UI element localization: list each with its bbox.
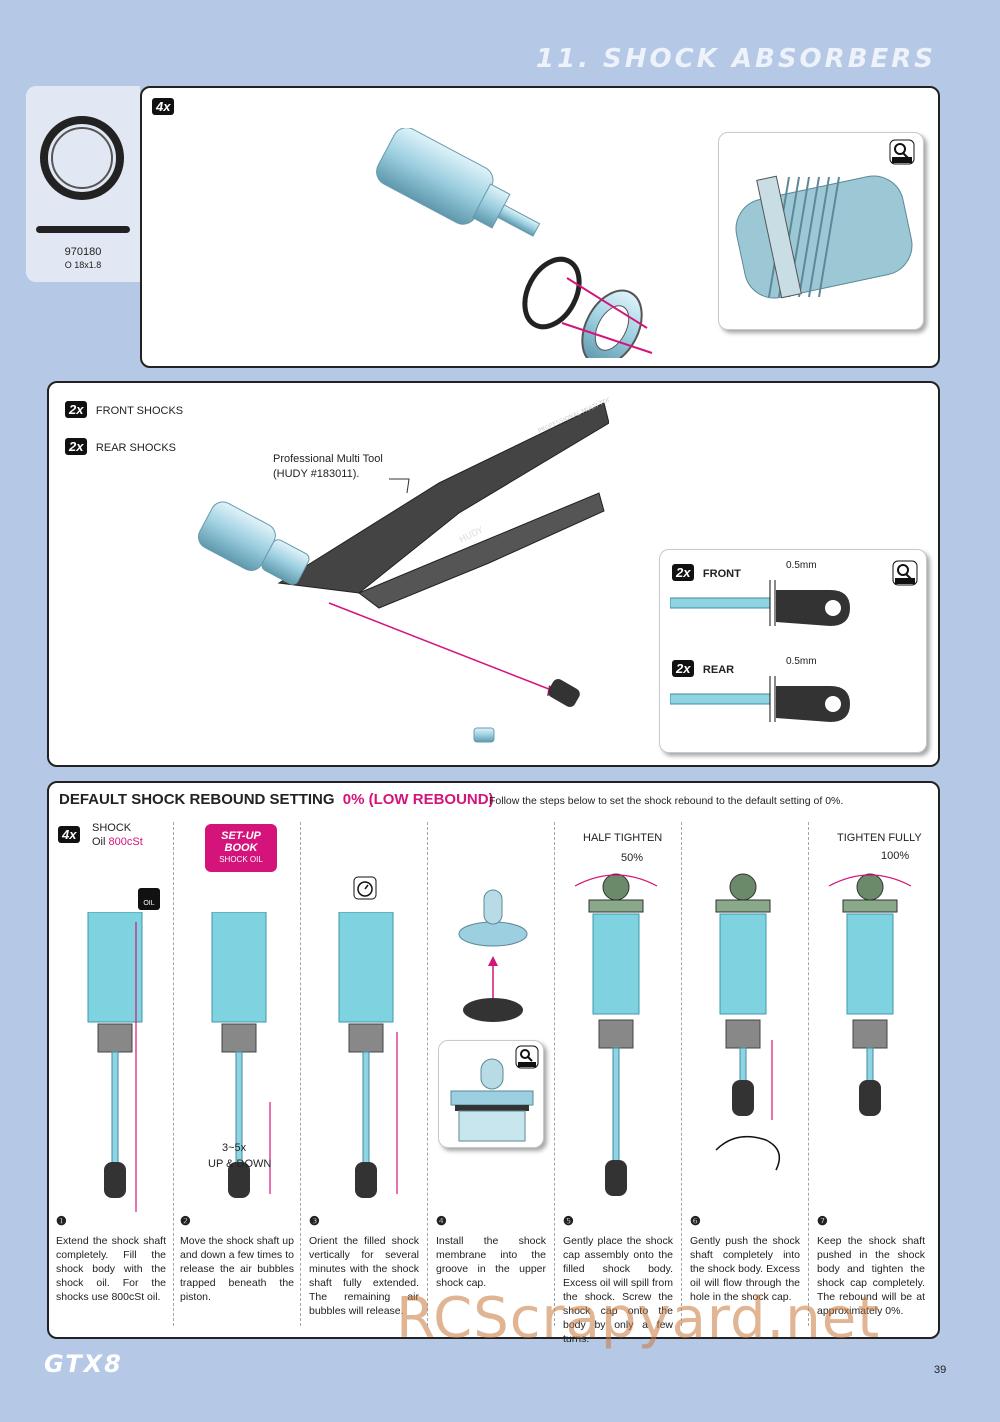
- detail-inset-membrane: [438, 1040, 544, 1148]
- step-text-5: Gently place the shock cap assembly onto…: [563, 1235, 673, 1345]
- step-text-6: Gently push the shock shaft completely i…: [690, 1235, 800, 1303]
- tighten-fully-percent: 100%: [881, 850, 910, 862]
- magnifier-detail-icon: [889, 139, 915, 170]
- step-text-7: Keep the shock shaft pushed in the shock…: [817, 1235, 925, 1317]
- inset-rear-row: 2x REAR: [672, 660, 734, 678]
- shock-cap-half-tightened-illustration: [574, 873, 658, 1196]
- oring-part-number: 970180: [64, 246, 102, 258]
- detail-inset-gap: 2x FRONT 0.5mm 2x REAR 0.5mm: [659, 549, 927, 753]
- shock-body-exploded-illustration: [376, 128, 653, 358]
- step-text-2: Move the shock shaft up and down a few t…: [180, 1235, 294, 1303]
- step-number-2: ❷: [180, 1214, 191, 1228]
- shock-bubbles-illustration: [211, 912, 271, 1198]
- rear-gap-value: 0.5mm: [786, 656, 817, 667]
- quantity-badge-step1: 4x: [58, 826, 81, 844]
- step-column-2: SET-UP BOOK SHOCK OIL 3~5x UP & DOWN ❷ M…: [174, 822, 301, 1326]
- watermark: RCScrapyard.net: [396, 1286, 881, 1351]
- membrane-detail-illustration: [450, 1058, 534, 1142]
- oil-value: 800cSt: [108, 836, 143, 848]
- oring-illustration: [36, 116, 130, 233]
- step-text-1: Extend the shock shaft completely. Fill …: [56, 1235, 166, 1303]
- step-number-5: ❺: [563, 1214, 574, 1228]
- step-column-7: TIGHTEN FULLY 100% ❼ Keep the shock shaf…: [809, 822, 939, 1326]
- collar-detail-illustration: [735, 175, 913, 299]
- oring-spec: O 18x1.8: [64, 260, 102, 270]
- shock-cap-membrane-illustration: [458, 889, 528, 1022]
- setup-book-badge: SET-UP BOOK SHOCK OIL: [205, 824, 277, 872]
- oil-bottle-icon: OIL: [138, 888, 160, 910]
- inset-front-row: 2x FRONT: [672, 564, 741, 582]
- rebound-title: DEFAULT SHOCK REBOUND SETTING: [59, 791, 335, 808]
- rebound-intro: Follow the steps below to set the shock …: [489, 795, 844, 807]
- updown-label: UP & DOWN: [208, 1158, 272, 1170]
- section-title: 11. SHOCK ABSORBERS: [535, 44, 936, 74]
- step-number-7: ❼: [817, 1214, 828, 1228]
- tool-caption-line2: (HUDY #183011).: [273, 468, 360, 480]
- magnifier-detail-icon: [892, 560, 918, 591]
- magnifier-detail-icon: [515, 1045, 539, 1074]
- multi-tool-illustration: HUDY PROFESSIONAL MULTI TOOL: [198, 394, 609, 743]
- quantity-badge-front: 2x: [65, 401, 88, 418]
- inset-rear-label: REAR: [702, 664, 735, 676]
- step-number-4: ❹: [436, 1214, 447, 1228]
- step-panel-oring: 4x: [140, 86, 940, 368]
- page-number: 39: [934, 1364, 947, 1376]
- setup-line3: SHOCK OIL: [219, 855, 263, 864]
- front-shocks-row: 2x FRONT SHOCKS: [65, 401, 183, 419]
- rear-shocks-label: REAR SHOCKS: [95, 442, 176, 454]
- front-shocks-label: FRONT SHOCKS: [95, 405, 184, 417]
- oil-icon-label: OIL: [143, 900, 155, 907]
- step-text-4: Install the shock membrane into the groo…: [436, 1235, 546, 1289]
- step-column-1: 4x SHOCK Oil 800cSt OIL ❶ Extend the sho…: [48, 822, 174, 1326]
- rear-rod-end-gap-illustration: [670, 676, 850, 722]
- shock-cap-fully-tightened-illustration: [828, 873, 912, 1116]
- rear-shocks-row: 2x REAR SHOCKS: [65, 438, 176, 456]
- step-number-3: ❸: [309, 1214, 320, 1228]
- half-tighten-percent: 50%: [621, 852, 644, 864]
- step-number-1: ❶: [56, 1214, 67, 1228]
- step-text-3: Orient the filled shock vertically for s…: [309, 1235, 419, 1317]
- step-column-6: ❻ Gently push the shock shaft completely…: [682, 822, 809, 1326]
- timer-icon: [353, 876, 377, 900]
- updown-count: 3~5x: [222, 1142, 247, 1154]
- step-column-5: HALF TIGHTEN 50% ❺ Gently place the shoc…: [555, 822, 682, 1345]
- detail-inset-collar: [718, 132, 924, 330]
- oil-label: Oil: [92, 836, 106, 848]
- front-rod-end-gap-illustration: [670, 580, 850, 626]
- oring-part-box: 970180 O 18x1.8: [26, 86, 140, 282]
- half-tighten-label: HALF TIGHTEN: [583, 832, 663, 844]
- gtx8-logo: GTX8: [44, 1350, 123, 1378]
- quantity-badge-rear: 2x: [65, 438, 88, 455]
- step-column-4: ❹ Install the shock membrane into the gr…: [428, 822, 555, 1326]
- step-panel-rod-end: 2x FRONT SHOCKS 2x REAR SHOCKS Professio…: [47, 381, 940, 767]
- shock-push-shaft-illustration: [715, 873, 781, 1171]
- quantity-badge-inset-rear: 2x: [672, 660, 695, 677]
- oil-label-row: Oil 800cSt: [92, 836, 143, 848]
- tighten-fully-label: TIGHTEN FULLY: [837, 832, 922, 844]
- setup-line2: BOOK: [224, 842, 258, 854]
- setup-line1: SET-UP: [221, 830, 261, 842]
- tool-caption-line1: Professional Multi Tool: [273, 453, 383, 465]
- shock-vertical-illustration: [338, 912, 398, 1198]
- step-column-3: ❸ Orient the filled shock vertically for…: [301, 822, 428, 1326]
- step-number-6: ❻: [690, 1214, 701, 1228]
- rebound-title-value: 0% (LOW REBOUND): [342, 791, 494, 808]
- inset-front-label: FRONT: [702, 568, 741, 580]
- front-gap-value: 0.5mm: [786, 560, 817, 571]
- rebound-heading: DEFAULT SHOCK REBOUND SETTING 0% (LOW RE…: [59, 791, 494, 808]
- shock-filled-illustration: [87, 912, 143, 1212]
- shock-label: SHOCK: [92, 822, 132, 834]
- quantity-badge: 4x: [152, 98, 175, 115]
- quantity-badge-inset-front: 2x: [672, 564, 695, 581]
